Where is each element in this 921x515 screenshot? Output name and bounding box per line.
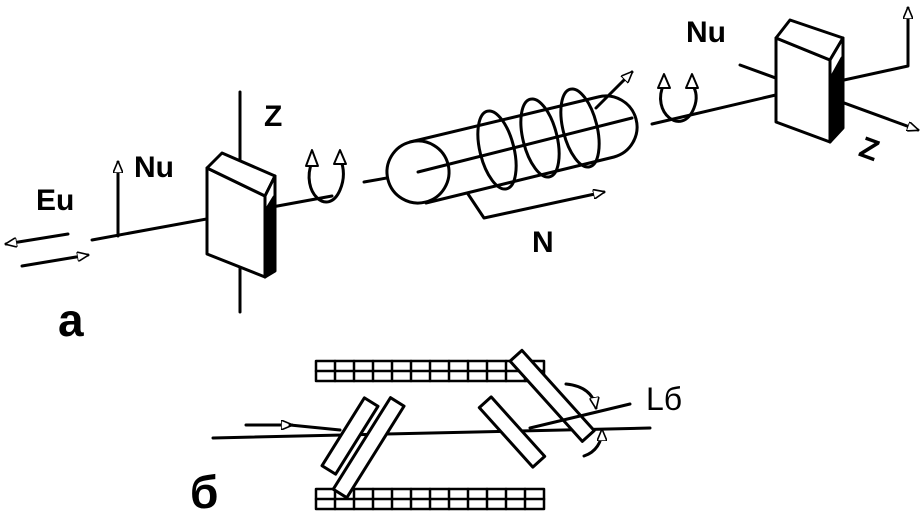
- outgoing-beam: [528, 402, 632, 430]
- label-part-b: б: [190, 466, 218, 515]
- optical-axis-right: [650, 92, 782, 126]
- magnetizing-coil: [476, 72, 632, 191]
- incoming-beam: [288, 423, 342, 432]
- label-z-top: Z: [264, 100, 282, 133]
- left-polarizer: [205, 151, 277, 279]
- right-polarizer: [774, 18, 845, 144]
- label-l-b: Lб: [646, 381, 682, 417]
- label-nu-left: Nu: [134, 151, 174, 184]
- rotation-symbol-left: [305, 149, 347, 204]
- left-plate-pair: [320, 396, 406, 500]
- eu-arrow-forward: [20, 255, 88, 268]
- label-eu: Eu: [36, 184, 74, 217]
- rotation-symbol-right: [657, 73, 699, 123]
- label-nu-right: Nu: [686, 16, 726, 49]
- bottom-reflector: [314, 487, 546, 511]
- angle-arc-bottom: [582, 428, 602, 458]
- top-reflector: [314, 359, 546, 383]
- label-z-right: Z: [855, 131, 884, 168]
- label-part-a: а: [58, 294, 84, 346]
- coil-n-arrow: [466, 192, 604, 220]
- angle-arc-top: [564, 382, 596, 408]
- label-n-coil: N: [532, 226, 554, 259]
- eu-arrow-back: [6, 232, 70, 244]
